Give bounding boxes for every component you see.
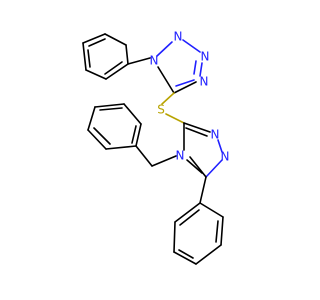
bond-phenyl-tetrazole (127, 57, 151, 65)
bond-tetrazole-sulfur (161, 92, 175, 105)
molecule-svg: N N N N S N N N (82, 30, 230, 265)
sulfur-label: S (157, 103, 165, 117)
molecule-diagram: N N N N S N N N (82, 30, 230, 265)
atom-labels: N N N N S N N N (150, 30, 230, 164)
triazole-n1-label: N (211, 128, 220, 142)
phenyl-ring-top (82, 33, 129, 80)
bond-n4-ch2 (151, 155, 177, 167)
tetrazole-n3-label: N (201, 50, 210, 64)
triazole-n2-label: N (221, 150, 230, 164)
triazole-n4-label: N (176, 149, 185, 163)
bond-triazole-phenyl (199, 176, 207, 204)
tetrazole-n1-label: N (150, 54, 159, 68)
tetrazole-n4-label: N (200, 75, 209, 89)
phenyl-ring-bottom (173, 202, 224, 265)
tetrazole-n2-label: N (174, 30, 183, 44)
tetrazole-ring (156, 39, 203, 94)
triazole-ring (183, 122, 223, 178)
bond-sulfur-triazole (165, 113, 185, 124)
bond-ch2-benzyl (135, 145, 153, 167)
benzyl-ring (87, 103, 142, 150)
